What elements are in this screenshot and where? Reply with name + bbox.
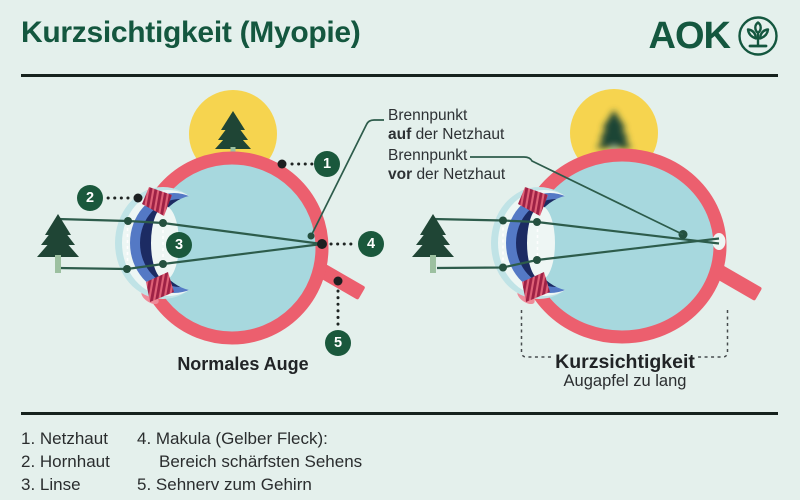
legend-column-right: 4. Makula (Gelber Fleck): Bereich schärf… [137,427,362,496]
ray-dots [499,216,541,272]
ciliary-muscle [518,187,550,302]
focal-point-on-retina [317,239,327,249]
light-rays [57,217,323,271]
legend-column-left: 1. Netzhaut 2. Hornhaut 3. Linse [21,427,110,496]
marker-5-badge: 5 [325,330,351,356]
brand-wordmark: AOK [648,14,731,57]
marker-2-badge: 2 [77,185,103,211]
lens-guides [502,221,539,267]
page-title: Kurzsichtigkeit (Myopie) [21,16,361,49]
caption-myopic-eye: Kurzsichtigkeit [555,351,695,373]
header-divider [21,74,778,77]
tree-object-icon [37,214,79,273]
lens-guides [126,222,164,268]
label-focal-before-retina: Brennpunkt vor der Netzhaut [388,147,506,183]
legend-item: 1. Netzhaut [21,429,108,448]
retina-blur-spot [712,233,726,250]
legend-item-continuation: Bereich schärfsten Sehens [159,452,363,471]
brand-logo: AOK [649,14,780,58]
caption-myopic-eye-sub: Augapfel zu lang [563,372,687,390]
marker-1-badge: 1 [314,151,340,177]
legend-item: 2. Hornhaut [21,452,110,471]
legend-item: 4. Makula (Gelber Fleck): [137,429,328,448]
legend-item: 3. Linse [21,475,81,494]
label-focal-on-retina: Brennpunkt auf der Netzhaut [388,107,505,143]
ray-dots [123,217,167,273]
light-rays [432,217,720,270]
marker-4-badge: 4 [358,231,384,257]
marker-leaders [102,159,358,330]
legend-divider [21,412,778,415]
myopic-eye-diagram [432,148,762,358]
aok-emblem-icon [738,16,778,56]
legend-item: 5. Sehnerv zum Gehirn [137,475,312,494]
tree-object-icon [412,214,454,273]
normal-eye-diagram [57,151,365,345]
marker-3-badge: 3 [166,232,192,258]
length-bracket [520,310,729,358]
connector-end-dot [307,232,315,240]
caption-normal-eye: Normales Auge [177,354,309,374]
ciliary-muscle [142,187,174,302]
cornea-lens-assembly [491,187,618,299]
annotation-connectors [310,119,684,237]
